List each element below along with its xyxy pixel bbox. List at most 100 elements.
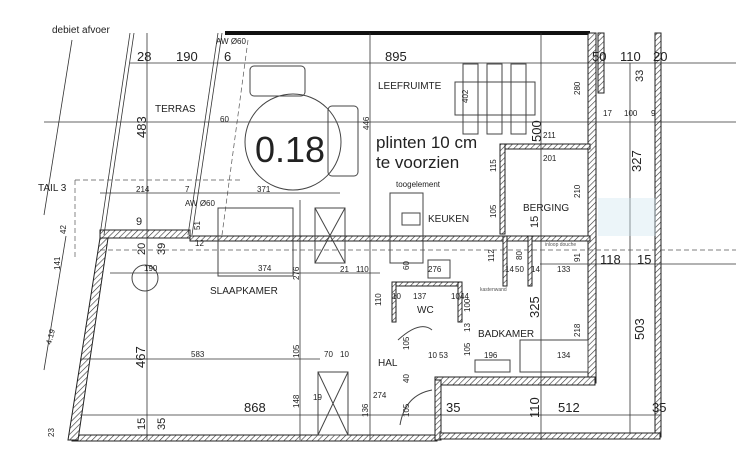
dim: 51	[193, 221, 202, 230]
area-value: 0.18	[255, 129, 325, 170]
dim: 483	[134, 116, 149, 138]
dim: 105	[402, 403, 411, 417]
dim: 35	[446, 400, 460, 415]
dim: 70	[324, 350, 333, 359]
dim: 214	[136, 185, 150, 194]
dim: 467	[133, 346, 148, 368]
dim: 14	[505, 265, 514, 274]
dim: 190	[144, 264, 158, 273]
dim: 44	[460, 292, 469, 301]
dim: 105	[292, 344, 301, 358]
dim: 201	[543, 154, 557, 163]
furniture	[131, 63, 656, 436]
dim: 60	[402, 261, 411, 270]
dining-table	[454, 81, 536, 116]
dim: 13	[463, 323, 472, 332]
dim: 17	[603, 109, 612, 118]
dim: 141	[53, 256, 62, 270]
dim: 35	[652, 400, 666, 415]
dim: 4.19	[44, 328, 57, 346]
dim: 512	[558, 400, 580, 415]
room-leefruimte: LEEFRUIMTE	[378, 81, 442, 92]
dim: 110	[374, 293, 383, 306]
dim: 583	[191, 350, 205, 359]
dim: 218	[573, 323, 582, 337]
sofa	[249, 65, 306, 97]
dim: 118	[600, 252, 621, 267]
dim: 9	[136, 216, 142, 228]
dim: 20	[653, 49, 667, 64]
dim: 12	[195, 239, 204, 248]
dim: 91	[573, 253, 582, 262]
dim: 42	[59, 225, 68, 234]
dim: 137	[413, 292, 427, 301]
dim: 7	[185, 185, 190, 194]
dim: 15	[529, 216, 541, 228]
dim: 105	[463, 342, 472, 356]
window	[598, 198, 656, 236]
dim: 500	[529, 120, 544, 142]
dim: 80	[515, 251, 524, 260]
note-line-1: plinten 10 cm	[376, 133, 477, 152]
dim: 112	[487, 249, 496, 262]
walls	[67, 31, 662, 442]
douche-label: inloop douche	[545, 242, 576, 248]
room-hal: HAL	[378, 358, 398, 369]
dim: 10	[340, 350, 349, 359]
note-line-2: te voorzien	[376, 153, 459, 172]
dim: 28	[137, 49, 151, 64]
aw-label: AW Ø60	[185, 199, 215, 208]
dim: 327	[629, 150, 644, 172]
dim: 110	[527, 397, 542, 418]
dim: 196	[484, 351, 498, 360]
dim: 325	[527, 296, 542, 318]
dim: 15	[136, 418, 148, 430]
aw-label: AW Ø60	[216, 37, 246, 46]
dim: 20	[136, 243, 148, 255]
dim: 148	[292, 394, 301, 408]
dim: 136	[361, 403, 370, 417]
room-labels: TERRAS LEEFRUIMTE KEUKEN BERGING SLAAPKA…	[155, 81, 569, 369]
kitchen-counter	[389, 192, 424, 264]
drain-circle	[131, 264, 159, 292]
room-badkamer: BADKAMER	[478, 329, 534, 340]
dim: 50	[515, 265, 524, 274]
dim: 19	[313, 393, 322, 402]
area-circle	[244, 93, 342, 191]
dim: 895	[385, 49, 407, 64]
dim: 211	[543, 131, 556, 140]
dim: 402	[461, 89, 470, 103]
terrace-outline	[43, 32, 249, 371]
sink	[401, 212, 421, 226]
dim: 190	[176, 49, 198, 64]
small-note: kastenwand	[480, 287, 507, 293]
dim: 60	[220, 115, 229, 124]
dim: 276	[292, 266, 301, 280]
door-swing	[399, 389, 433, 426]
dim: 40	[402, 374, 411, 383]
room-terras: TERRAS	[155, 104, 196, 115]
dim: 868	[244, 400, 266, 415]
dim: 53	[439, 351, 448, 360]
armchair	[327, 105, 359, 177]
dimension-lines	[44, 33, 736, 440]
dim: 133	[557, 265, 571, 274]
dim: 105	[489, 204, 498, 218]
cooktop	[427, 259, 451, 279]
room-berging: BERGING	[523, 203, 569, 214]
dimension-labels: 28 190 6 895 50 110 20 483 60 446 402 28…	[44, 49, 667, 437]
wardrobe	[217, 207, 294, 277]
dim: 115	[489, 159, 498, 172]
dim: 6	[224, 49, 231, 64]
chair	[462, 63, 479, 135]
dim: 100	[624, 109, 638, 118]
room-keuken: KEUKEN	[428, 214, 469, 225]
dim: 274	[373, 391, 387, 400]
dim: 10	[428, 351, 437, 360]
dim: 10	[392, 292, 401, 301]
chair	[510, 63, 527, 135]
dim: 35	[156, 418, 168, 430]
dim: 39	[156, 243, 168, 255]
dim: 110	[620, 49, 641, 64]
